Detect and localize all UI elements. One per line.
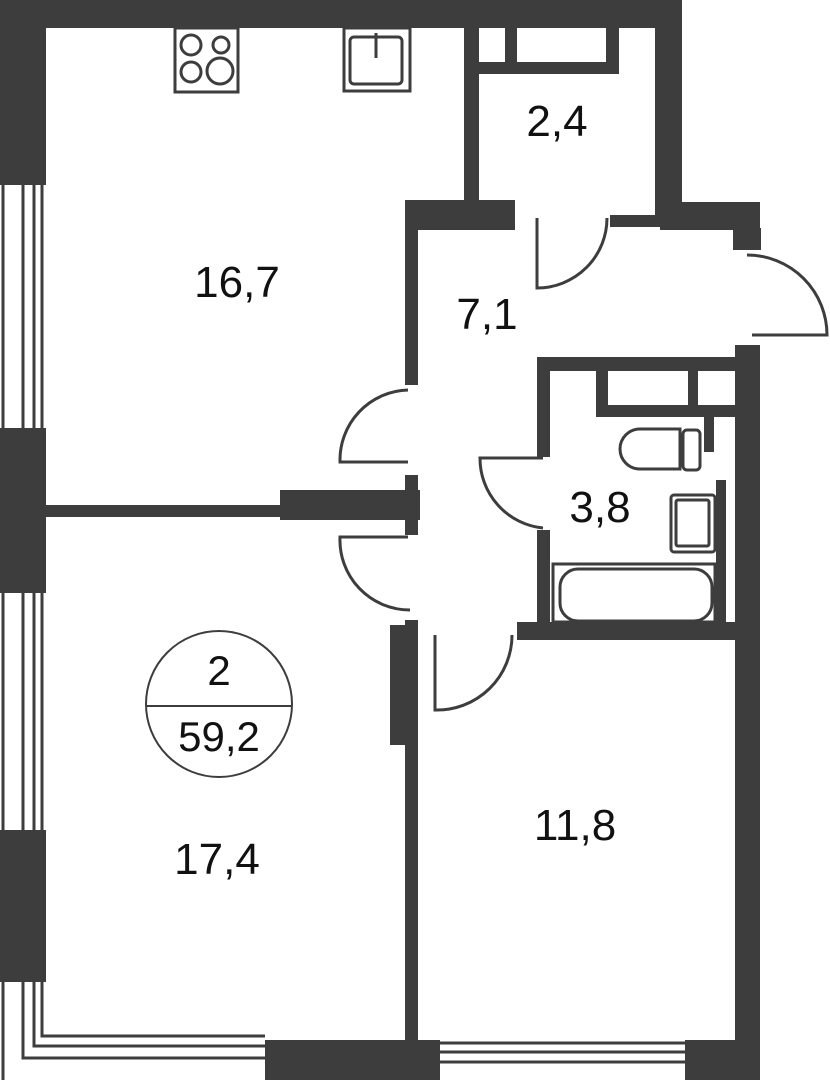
kitchen-sink-icon <box>342 26 412 93</box>
walls <box>0 0 761 1080</box>
room-area-kitchen-living: 16,7 <box>194 258 280 307</box>
room-area-bedroom-large: 17,4 <box>174 835 260 884</box>
total-area: 59,2 <box>178 713 260 760</box>
toilet-icon <box>618 427 682 471</box>
doors <box>338 217 829 712</box>
bathroom-sink-icon <box>669 493 717 554</box>
stove-icon <box>173 26 240 94</box>
room-area-hallway: 7,1 <box>456 290 518 339</box>
apartment-summary-badge: 2 59,2 <box>145 630 293 778</box>
room-area-storage: 2,4 <box>526 97 588 146</box>
fixtures <box>173 26 717 624</box>
rooms-count: 2 <box>207 647 231 694</box>
windows <box>1 185 685 1080</box>
bathtub-icon <box>551 562 717 624</box>
room-area-bathroom: 3,8 <box>569 483 631 532</box>
badge-divider <box>147 705 291 707</box>
room-area-bedroom-small: 11,8 <box>533 801 617 850</box>
